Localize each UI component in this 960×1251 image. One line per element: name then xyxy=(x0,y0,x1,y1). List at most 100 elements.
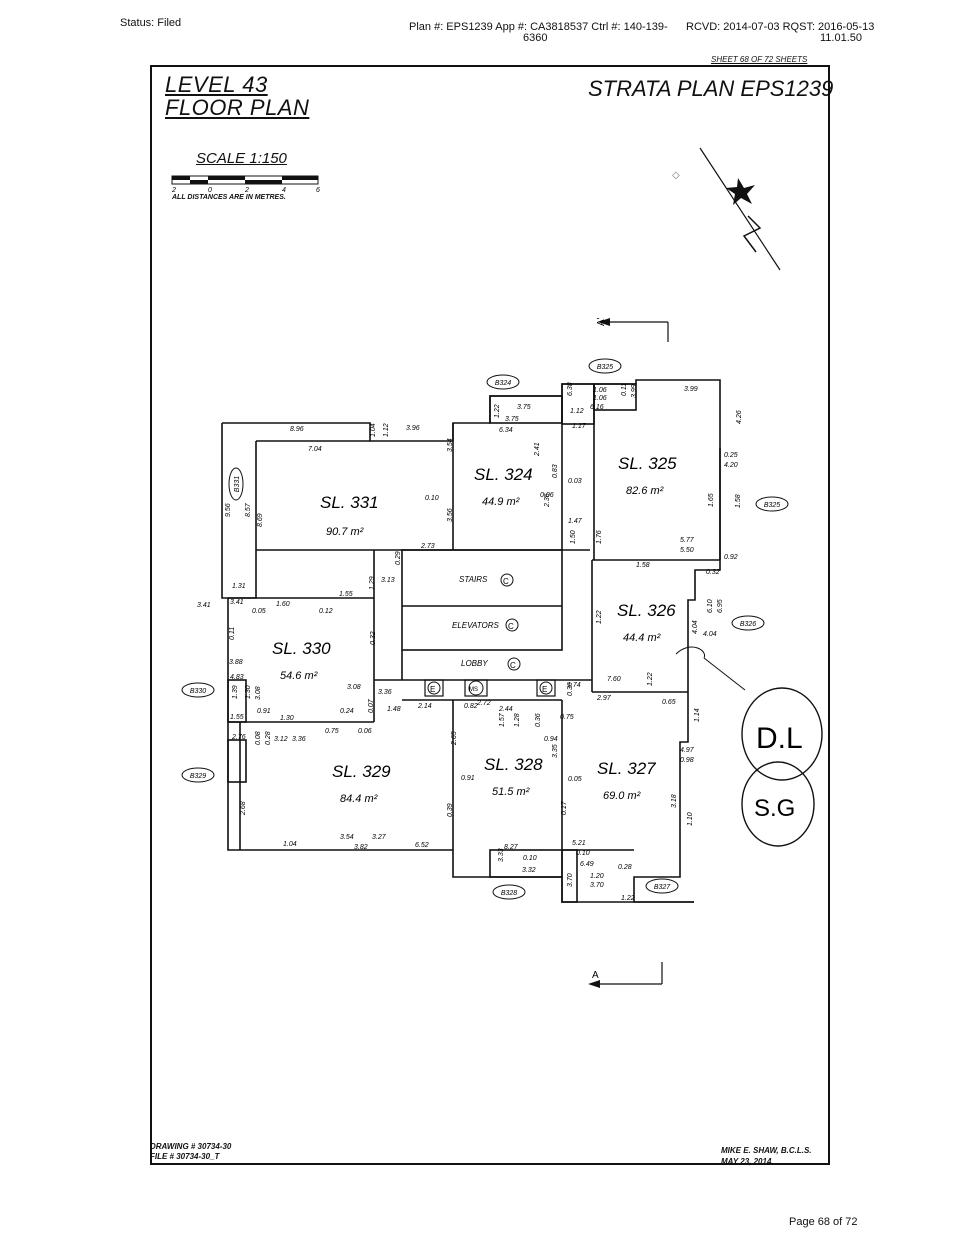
scale-tick: 4 xyxy=(282,187,286,194)
dimension-label: 1.17 xyxy=(572,423,587,430)
dimension-label: 4.04 xyxy=(703,631,717,638)
dimension-label: 0.25 xyxy=(724,452,738,459)
stairs-label: STAIRS xyxy=(459,575,488,584)
dimension-label: 1.10 xyxy=(687,812,694,826)
handwritten-initials: D.L S.G xyxy=(675,646,823,847)
svg-text:B325: B325 xyxy=(597,364,613,371)
dimension-label: 2.76 xyxy=(231,734,246,741)
dimension-label: 0.91 xyxy=(257,708,271,715)
sheet-number: SHEET 68 OF 72 SHEETS xyxy=(711,55,808,64)
dimension-label: 0.32 xyxy=(706,569,720,576)
unit-label: SL. 326 xyxy=(617,601,676,620)
dimension-label: 2.68 xyxy=(240,801,247,816)
svg-text:B329: B329 xyxy=(190,773,206,780)
unit-area: 84.4 m² xyxy=(340,793,378,805)
dimension-label: 0.29 xyxy=(395,551,402,565)
unit-area: 44.9 m² xyxy=(482,496,520,508)
dimension-label: 6.10 xyxy=(707,599,714,613)
dimension-label: 3.12 xyxy=(274,736,288,743)
unit-label: SL. 329 xyxy=(332,762,391,781)
svg-text:B326: B326 xyxy=(740,621,756,628)
dimension-label: 3.36 xyxy=(378,689,392,696)
building-outline xyxy=(221,379,721,903)
dimension-label: 0.05 xyxy=(568,776,582,783)
section-label: A xyxy=(592,970,599,981)
dimension-label: 3.82 xyxy=(354,844,368,851)
dimension-label: 1.14 xyxy=(694,708,701,722)
dimension-label: 1.30 xyxy=(280,715,294,722)
dimension-label: 1.76 xyxy=(596,530,603,544)
dimension-label: 0.12 xyxy=(319,608,333,615)
balcony-tag: B324 xyxy=(486,374,520,390)
dimension-label: 0.36 xyxy=(535,713,542,727)
dimension-label: 2.14 xyxy=(417,703,432,710)
lobby-label: LOBBY xyxy=(461,659,488,668)
dimension-label: 0.06 xyxy=(540,492,554,499)
dimension-label: 2.73 xyxy=(420,543,435,550)
dimension-label: 1.22 xyxy=(494,404,501,418)
svg-text:B324: B324 xyxy=(495,380,511,387)
drawing-number: DRAWING # 30734-30 xyxy=(150,1142,232,1151)
dimension-label: 5.77 xyxy=(680,537,695,544)
dimension-label: 1.22 xyxy=(621,895,635,902)
dimension-label: 1.74 xyxy=(567,682,581,689)
dimension-label: 3.88 xyxy=(229,659,243,666)
dimension-label: 1.04 xyxy=(370,423,377,437)
dimension-label: 7.04 xyxy=(308,446,322,453)
dimension-label: 0.98 xyxy=(680,757,694,764)
dimension-label: 2.65 xyxy=(451,731,458,746)
distance-note: ALL DISTANCES ARE IN METRES. xyxy=(172,194,286,201)
dimension-label: 8.57 xyxy=(245,502,252,517)
dimension-label: 3.35 xyxy=(552,744,559,758)
dimension-label: 0.92 xyxy=(724,554,738,561)
dimension-label: 1.50 xyxy=(570,530,577,544)
balcony-tag: B330 xyxy=(181,682,215,698)
balcony-tag: B326 xyxy=(731,615,765,631)
dimension-label: 0.75 xyxy=(560,714,574,721)
dimension-label: 4.04 xyxy=(692,620,699,634)
dimension-label: 2.36 xyxy=(544,493,551,508)
page-number: Page 68 of 72 xyxy=(789,1216,858,1228)
dimension-label: 4.97 xyxy=(680,747,695,754)
scale-tick: 2 xyxy=(244,187,249,194)
dimension-label: 3.70 xyxy=(590,882,604,889)
initials-dl: D.L xyxy=(756,722,803,755)
dimension-label: 0.08 xyxy=(255,731,262,745)
dimension-label: 0.32 xyxy=(370,631,377,645)
balcony-tag: B329 xyxy=(181,767,215,783)
dimension-label: 1.39 xyxy=(232,685,239,699)
c-mark: C xyxy=(503,577,509,586)
unit-area: 51.5 m² xyxy=(492,786,530,798)
balcony-tag: B327 xyxy=(645,878,679,894)
scale-tick: 2 xyxy=(171,187,176,194)
e-mark: E xyxy=(542,685,547,694)
c-mark: C xyxy=(508,622,514,631)
dimension-label: 1.48 xyxy=(387,706,401,713)
e-mark: E xyxy=(430,685,435,694)
status-text: Status: Filed xyxy=(120,17,182,29)
dimension-label: 3.99 xyxy=(631,384,638,398)
dimension-label: 2.44 xyxy=(498,706,513,713)
dimension-label: 2.97 xyxy=(596,695,612,702)
dimension-label: 0.03 xyxy=(568,478,582,485)
dimension-label: 5.50 xyxy=(680,547,694,554)
dimension-label: 0.10 xyxy=(576,850,590,857)
unit-label: SL. 327 xyxy=(597,759,656,778)
unit-area: 82.6 m² xyxy=(626,485,664,497)
dimension-label: 6.49 xyxy=(580,861,594,868)
dimension-label: 5.21 xyxy=(572,840,586,847)
dimension-label: 1.06 xyxy=(593,387,607,394)
c-mark: C xyxy=(510,661,516,670)
balcony-tag: B325 xyxy=(588,358,622,374)
elevators-label: ELEVATORS xyxy=(452,621,500,630)
dimension-label: 1.30 xyxy=(245,685,252,699)
dimension-label: 0.24 xyxy=(340,708,354,715)
dimension-label: 9.56 xyxy=(225,503,232,517)
section-mark-lower: A xyxy=(588,962,663,988)
dimension-label: 1.22 xyxy=(647,672,654,686)
dimension-label: 3.70 xyxy=(567,873,574,887)
file-number: FILE # 30734-30_T xyxy=(150,1152,220,1161)
unit-area: 54.6 m² xyxy=(280,670,318,682)
dimension-label: 1.60 xyxy=(276,601,290,608)
